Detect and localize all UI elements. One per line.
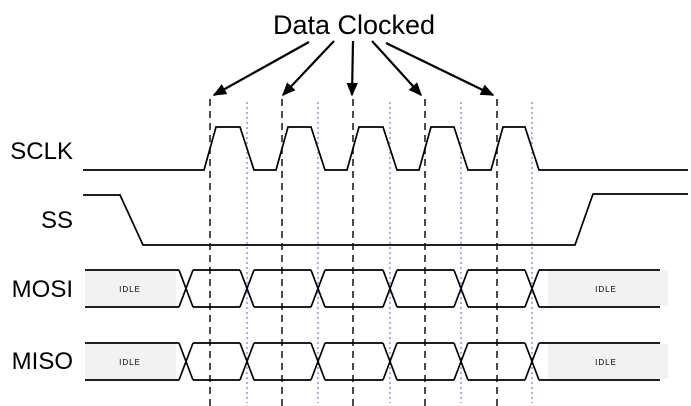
mosi-idle-left-region	[85, 271, 176, 306]
signal-label-miso: MISO	[12, 348, 73, 375]
signal-label-sclk: SCLK	[10, 138, 73, 165]
data-clocked-arrow	[346, 40, 358, 97]
miso-idle-left-label: IDLE	[119, 358, 141, 367]
data-clocked-arrow	[281, 40, 335, 97]
clock-edge-guides	[209, 99, 533, 406]
data-clocked-arrow	[212, 41, 310, 96]
mosi-idle-right-label: IDLE	[595, 285, 617, 294]
signal-waveforms	[83, 126, 688, 381]
miso-idle-right-label: IDLE	[595, 358, 617, 367]
data-clocked-arrows	[212, 40, 495, 97]
mosi-idle-right-region	[548, 271, 668, 306]
sclk-waveform	[83, 126, 688, 171]
mosi-idle-left-label: IDLE	[119, 285, 141, 294]
ss-waveform	[83, 193, 688, 246]
data-clocked-arrow	[371, 40, 423, 97]
miso-idle-left-region	[85, 344, 176, 379]
signal-label-ss: SS	[41, 207, 73, 234]
data-clocked-arrow	[385, 42, 495, 96]
diagram-title: Data Clocked	[273, 10, 435, 40]
signal-label-mosi: MOSI	[12, 276, 73, 303]
miso-waveform	[85, 342, 660, 381]
miso-idle-right-region	[548, 344, 668, 379]
idle-region-fills	[85, 271, 668, 379]
mosi-waveform	[85, 269, 660, 308]
